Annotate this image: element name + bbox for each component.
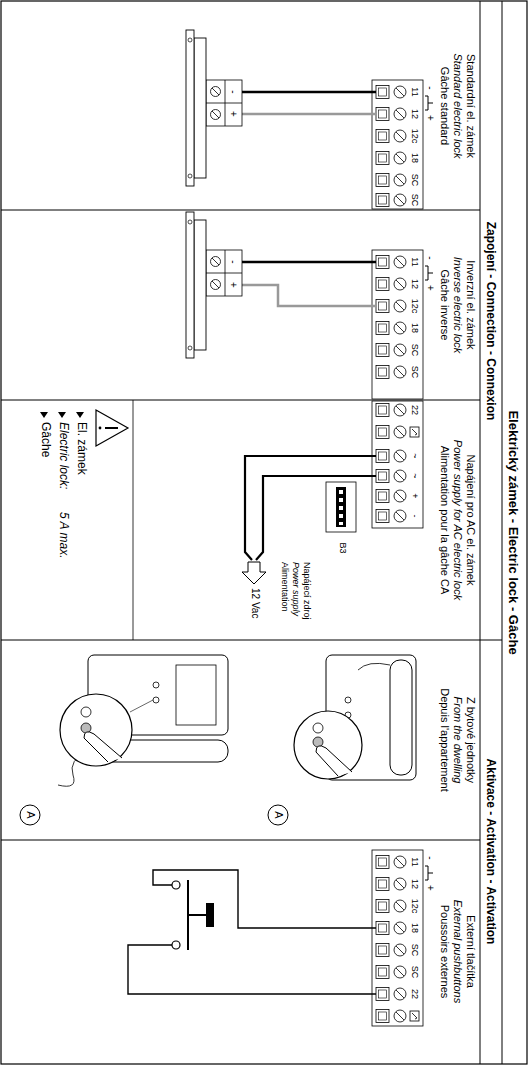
drawing-label: ~ (410, 453, 420, 458)
drawing-label: 12 (410, 279, 420, 289)
header-line: Alimentation pour la gâche CA (439, 446, 452, 595)
drawing-label: SC (410, 966, 420, 979)
drawing-label: - (228, 90, 240, 93)
drawing-label: 12c (410, 129, 420, 144)
header-line: Napájení pro AC el. zámek (465, 455, 478, 586)
drawing-label: - (410, 515, 420, 518)
drawing-label: El. zámek (74, 422, 88, 475)
drawing-label: Alimentation (280, 562, 290, 612)
drawing-label: 18 (410, 153, 420, 163)
header-line: Externí tlačítka (465, 915, 478, 988)
drawing-label: + (228, 111, 240, 117)
header-line: Standard electric lock (452, 53, 465, 158)
drawing-label: ~ (410, 473, 420, 478)
header-line: Depuis l'appartement (439, 688, 452, 792)
drawing-label: A (24, 811, 37, 818)
drawing-label: 12 (410, 109, 420, 119)
drawing-label: 11 (410, 87, 420, 96)
drawing-label: + (425, 285, 437, 291)
drawing-label: SC (410, 194, 420, 207)
column-header: Napájení pro AC el. zámekPower supply fo… (436, 400, 480, 640)
header-line: Power supply for AC electric lock (452, 440, 465, 600)
drawing-label: 12 Vac (250, 588, 262, 618)
header-line: Standardní el. zámek (465, 54, 478, 158)
group-title: Aktivace - Activation - Activation (485, 759, 498, 945)
drawing-label: A (272, 811, 285, 818)
drawing-label: - (228, 260, 240, 263)
header-line: Inverzní el. zámek (465, 260, 478, 349)
drawing-label: - (425, 256, 437, 259)
drawing-label: SC (410, 174, 420, 187)
drawing-label: SC (410, 344, 420, 357)
drawing-label: SC (410, 366, 420, 379)
drawing-label: - (425, 856, 437, 859)
drawing-label: - (425, 86, 437, 89)
drawing-label: Electric lock: (56, 422, 70, 489)
drawing-label: 22 (410, 989, 420, 999)
header-line: Inverse electric lock (452, 257, 465, 354)
drawing-label: 11 (410, 857, 420, 866)
drawing-label: 5 A max. (56, 512, 70, 558)
drawing-label: Gâche (38, 422, 52, 457)
drawing-label: 12c (410, 899, 420, 914)
drawing-label: 22 (410, 405, 420, 415)
header-line: External pushbuttons (452, 900, 465, 1003)
drawing-label: 12c (410, 299, 420, 314)
column-header: Externí tlačítkaExternal pushbuttonsPous… (436, 840, 480, 1063)
header-line: Gâche standard (439, 67, 452, 145)
title-cell: Elektrický zámek - Electric lock - Gâche (502, 2, 526, 1063)
header-line: Gâche inverse (439, 270, 452, 341)
drawing-label: + (425, 115, 437, 121)
drawing-label: SC (410, 944, 420, 957)
drawing-label: Power supply (291, 562, 301, 616)
drawing-label: 18 (410, 923, 420, 933)
group-header: Zapojení - Connection - Connexion (480, 2, 502, 640)
drawing-label: B3 (338, 542, 348, 553)
header-line: Poussoirs externes (439, 905, 452, 999)
group-title: Zapojení - Connection - Connexion (485, 222, 498, 421)
drawing-label: + (425, 885, 437, 891)
drawing-label: 18 (410, 323, 420, 333)
header-line: Z bytové jednotky (465, 697, 478, 783)
drawing-label: + (410, 493, 420, 498)
drawing-label: + (228, 282, 240, 288)
drawing-label: 12 (410, 879, 420, 889)
group-header: Aktivace - Activation - Activation (480, 640, 502, 1063)
diagram-title: Elektrický zámek - Electric lock - Gâche (508, 410, 521, 654)
column-header: Standardní el. zámekStandard electric lo… (436, 2, 480, 210)
column-header: Inverzní el. zámekInverse electric lockG… (436, 210, 480, 400)
column-header: Z bytové jednotkyFrom the dwellingDepuis… (436, 640, 480, 840)
drawing-label: 11 (410, 257, 420, 266)
drawing-label: Napájecí zdroj (302, 562, 312, 620)
header-line: From the dwelling (452, 697, 465, 784)
